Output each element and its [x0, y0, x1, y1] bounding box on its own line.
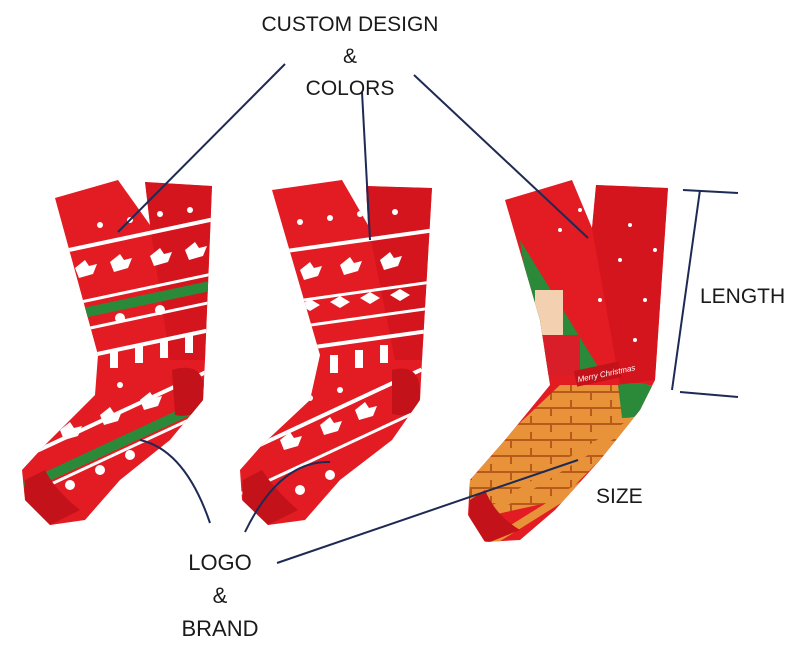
pointer-logo-sock1	[139, 439, 211, 524]
sock-nordic-reindeer-1	[22, 180, 212, 525]
label-logo-line2: &	[212, 583, 228, 608]
pointer-custom-sock1	[117, 63, 286, 233]
label-size: SIZE	[596, 485, 643, 508]
label-length: LENGTH	[700, 285, 786, 308]
label-custom-line2: &	[342, 45, 357, 68]
label-custom-line3: COLORS	[305, 77, 395, 100]
merry-christmas-sign	[573, 361, 623, 387]
pointer-logo-sock3	[276, 459, 579, 564]
length-bracket-vertical	[671, 189, 701, 391]
sock-nordic-reindeer-2	[240, 180, 432, 525]
label-logo-brand: LOGO & BRAND	[160, 552, 280, 649]
pointer-custom-sock3	[413, 74, 589, 239]
label-custom-line1: CUSTOM DESIGN	[261, 13, 439, 36]
length-bracket-top	[682, 189, 739, 194]
pointer-custom-sock2	[361, 91, 371, 241]
label-logo-line3: BRAND	[181, 616, 259, 641]
sock-christmas-tree	[468, 180, 668, 542]
label-logo-line1: LOGO	[188, 550, 252, 575]
length-bracket-bottom	[679, 391, 739, 398]
pointer-logo-sock2	[244, 460, 331, 533]
label-custom-design: CUSTOM DESIGN & COLORS	[240, 14, 460, 110]
